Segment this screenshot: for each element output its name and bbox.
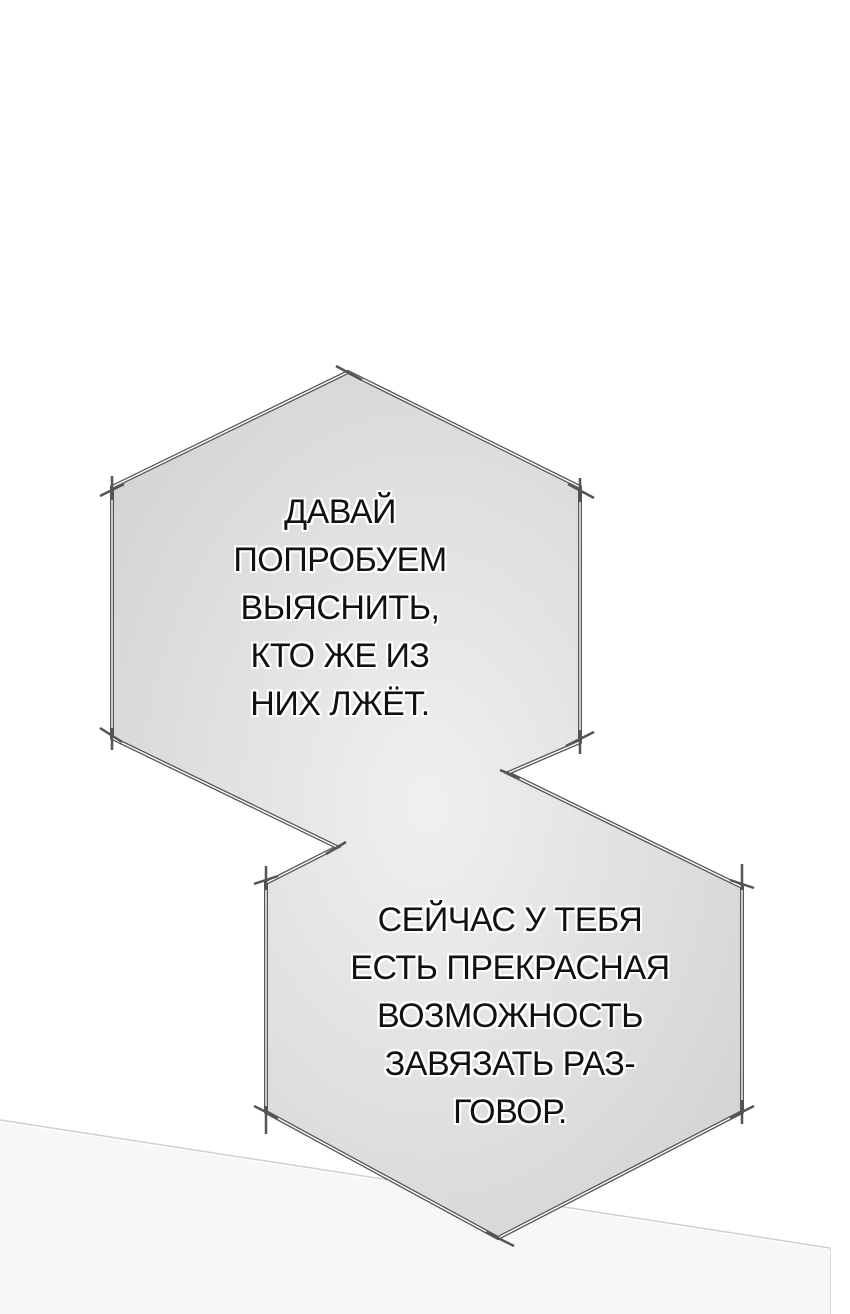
speech-text-2: СЕЙЧАС У ТЕБЯ ЕСТЬ ПРЕКРАСНАЯ ВОЗМОЖНОСТ… [300,896,720,1136]
speech-line: ПОПРОБУЕМ [233,541,447,579]
speech-line: СЕЙЧАС У ТЕБЯ [377,901,643,939]
speech-line: ЕСТЬ ПРЕКРАСНАЯ [350,949,670,987]
speech-text-1: ДАВАЙ ПОПРОБУЕМ ВЫЯСНИТЬ, КТО ЖЕ ИЗ НИХ … [140,488,540,728]
speech-line: ЗАВЯЗАТЬ РАЗ- [384,1045,636,1083]
speech-line: ГОВОР. [453,1093,567,1131]
background-surface [0,1122,830,1314]
speech-line: ВЫЯСНИТЬ, [240,589,440,627]
speech-line: ДАВАЙ [284,493,396,531]
speech-line: НИХ ЛЖЁТ. [250,685,430,723]
speech-line: КТО ЖЕ ИЗ [250,637,430,675]
speech-line: ВОЗМОЖНОСТЬ [377,997,643,1035]
hexagon-speech-bubble [99,364,755,1248]
bubble-corner-ticks [99,364,755,1248]
